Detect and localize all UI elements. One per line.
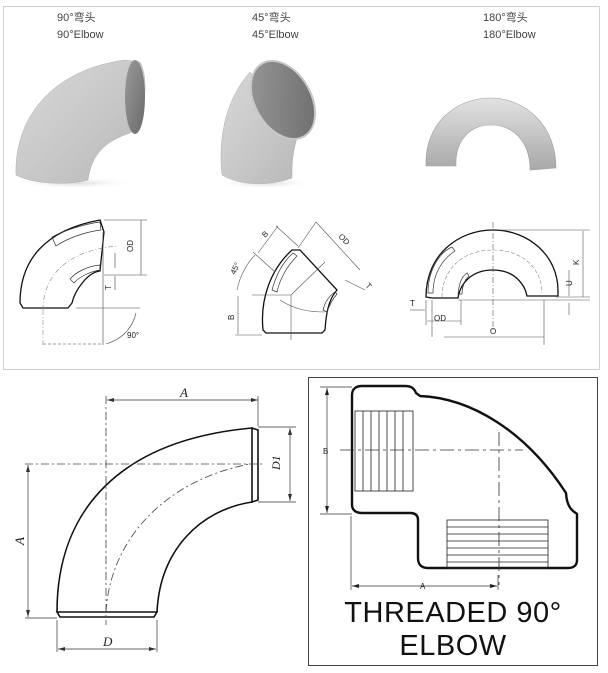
label-90-en: 90°Elbow — [57, 29, 104, 41]
label-180-elbow: 180°弯头 180°Elbow — [483, 10, 536, 44]
label-90-elbow: 90°弯头 90°Elbow — [57, 10, 104, 44]
dim-o: O — [490, 327, 496, 336]
dim-t: T — [104, 285, 113, 290]
dim-od: OD — [434, 314, 446, 323]
dim-b-top: B — [260, 229, 270, 239]
label-45-cn: 45°弯头 — [252, 12, 291, 24]
threaded-title-line2: ELBOW — [399, 630, 507, 662]
label-180-en: 180°Elbow — [483, 29, 536, 41]
dim-u: U — [565, 280, 574, 286]
threaded-title-line1: THREADED 90° — [344, 597, 562, 629]
dim-a-top: A — [179, 385, 188, 400]
dim-d-bottom: D — [102, 634, 113, 649]
label-180-cn: 180°弯头 — [483, 12, 528, 24]
label-45-en: 45°Elbow — [252, 29, 299, 41]
dim-b: B — [323, 447, 328, 456]
dim-d1-right: D1 — [269, 455, 283, 471]
dim-a: A — [420, 582, 426, 591]
dim-angle: 90° — [127, 331, 139, 340]
threaded-elbow-panel — [308, 377, 598, 666]
dim-b-bottom: B — [227, 315, 236, 320]
dim-t: T — [364, 281, 374, 291]
dim-od: OD — [126, 240, 135, 252]
label-90-cn: 90°弯头 — [57, 12, 96, 24]
dim-t: T — [410, 299, 415, 308]
dim-a-left: A — [12, 537, 27, 546]
dim-k: K — [572, 259, 581, 265]
label-45-elbow: 45°弯头 45°Elbow — [252, 10, 299, 44]
